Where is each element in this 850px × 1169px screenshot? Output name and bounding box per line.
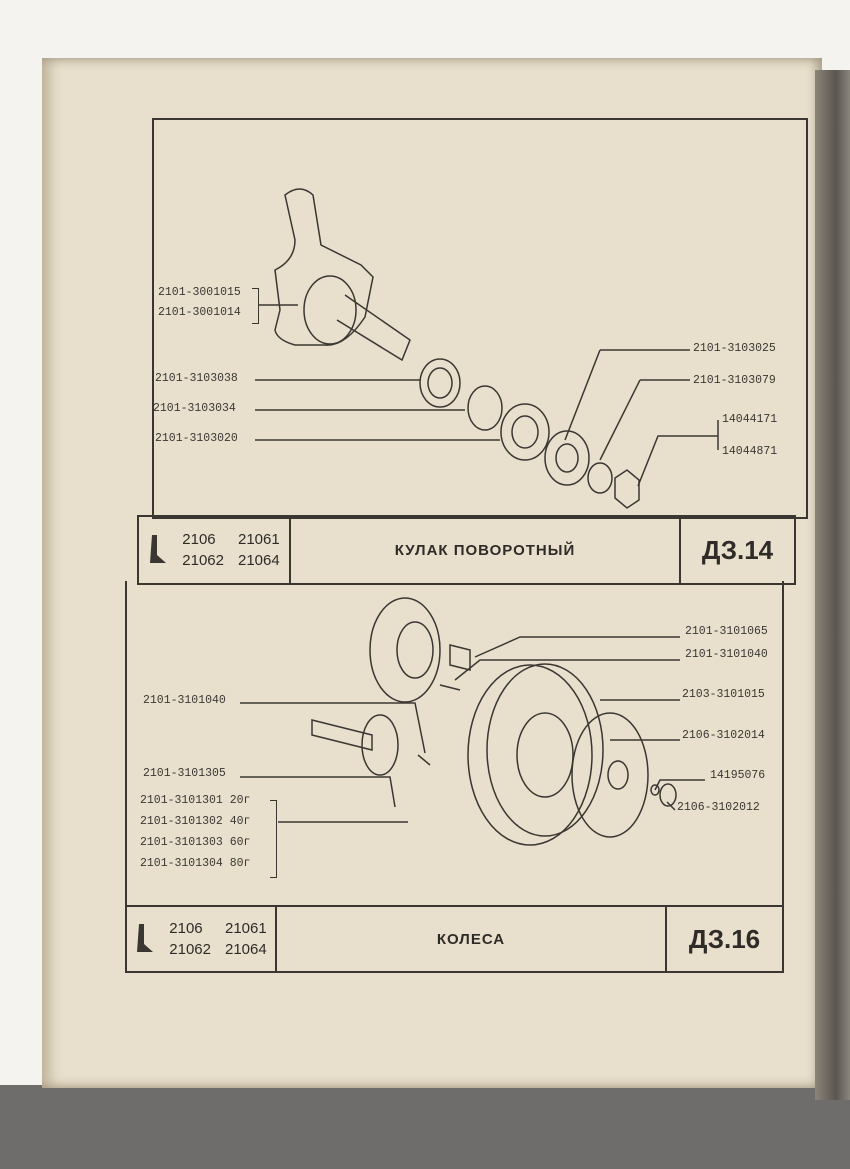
part-label: 2101-3103079 (693, 374, 776, 387)
model: 21061 (238, 531, 280, 548)
section-title: КУЛАК ПОВОРОТНЫЙ (291, 517, 681, 583)
model: 21062 (182, 552, 224, 569)
model: 21061 (225, 920, 267, 937)
part-label: 2101-3101065 (685, 625, 768, 638)
part-label: 2101-3101040 (685, 648, 768, 661)
nut-drawing (659, 783, 677, 807)
leader-lines (255, 304, 719, 487)
part-label: 2101-3101303 60г (140, 836, 251, 849)
scanner-background (0, 1085, 850, 1169)
ring-drawing (467, 385, 503, 431)
nut-drawing (614, 469, 640, 509)
axle-drawing (311, 719, 373, 751)
title-block: 2106 21061 21062 21064 КУЛАК ПОВОРОТНЫЙ … (137, 515, 796, 585)
part-label: 2101-3001015 (158, 286, 241, 299)
hubcap-drawing (571, 712, 649, 838)
vaz-logo-icon (137, 924, 154, 952)
wheel-rim-drawing (467, 664, 593, 846)
bracket (252, 288, 259, 324)
section-title: КОЛЕСА (277, 907, 667, 971)
model: 21062 (169, 941, 211, 958)
part-label: 2101-3103025 (693, 342, 776, 355)
seal-drawing (419, 358, 461, 408)
book-spine-shadow (815, 70, 850, 1100)
part-label: 2101-3101302 40г (140, 815, 251, 828)
part-label: 2101-3103020 (155, 432, 238, 445)
part-label: 2106-3102012 (677, 801, 760, 814)
washer-drawing (650, 784, 660, 796)
part-label: 14195076 (710, 769, 766, 782)
part-label: 2101-3101301 20г (140, 794, 251, 807)
part-label: 2106-3102014 (682, 729, 765, 742)
part-label: 2101-3001014 (158, 306, 241, 319)
part-label: 2101-3101304 80г (140, 857, 251, 870)
steering-knuckle-diagram-frame (152, 118, 808, 519)
washer-drawing (587, 462, 613, 494)
part-label: 2101-3101040 (143, 694, 226, 707)
cap-drawing (449, 644, 471, 671)
catalog-page (42, 58, 822, 1088)
model-cell: 2106 21061 21062 21064 (127, 907, 277, 971)
bracket (270, 800, 277, 878)
inner-bearing-drawing (500, 403, 550, 461)
bolt-drawing (417, 684, 461, 766)
part-label: 2101-3103038 (155, 372, 238, 385)
leader-lines (240, 636, 705, 823)
part-label: 2101-3101305 (143, 767, 226, 780)
part-label: 14044171 (722, 413, 778, 426)
vaz-logo-icon (150, 535, 167, 563)
part-label: 14044871 (722, 445, 778, 458)
title-block: 2106 21061 21062 21064 КОЛЕСА ДЗ.16 (125, 905, 784, 973)
part-label: 2103-3101015 (682, 688, 765, 701)
part-label: 2101-3103034 (153, 402, 236, 415)
brake-disc-drawing (369, 597, 441, 703)
model: 2106 (182, 531, 216, 548)
section-code: ДЗ.14 (701, 534, 774, 565)
model: 21064 (238, 552, 280, 569)
section-code: ДЗ.16 (688, 923, 761, 954)
model-cell: 2106 21061 21062 21064 (139, 517, 291, 583)
outer-bearing-drawing (544, 430, 590, 486)
model: 21064 (225, 941, 267, 958)
model: 2106 (169, 920, 203, 937)
